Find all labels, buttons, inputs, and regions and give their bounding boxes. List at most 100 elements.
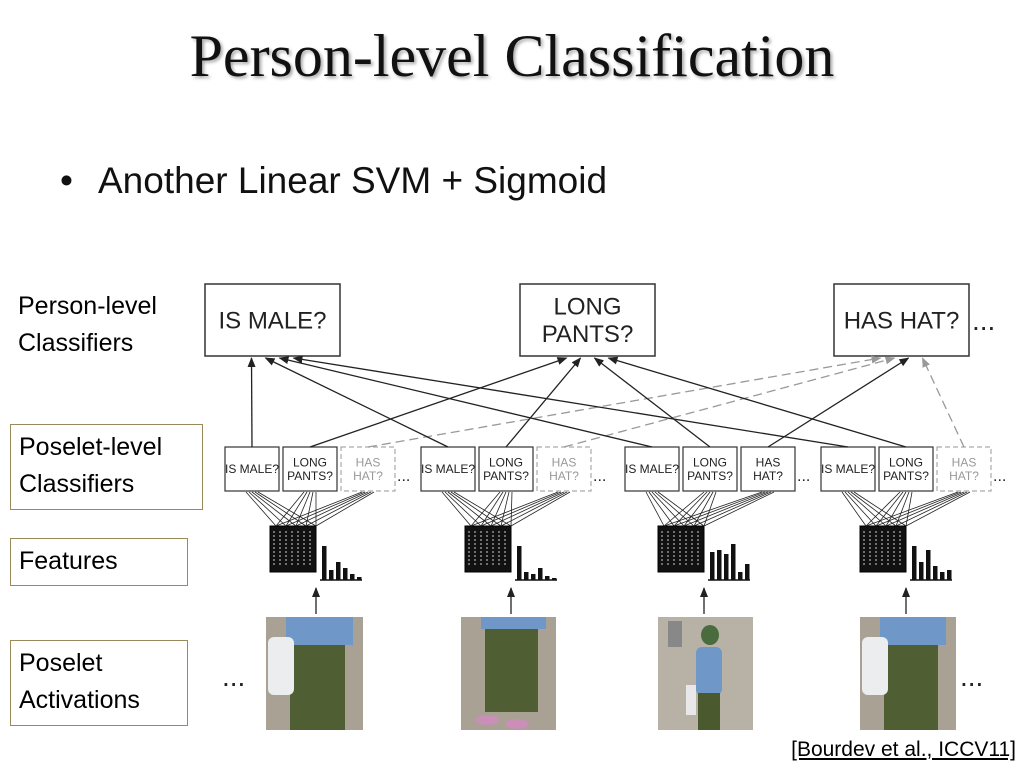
feature-fan-line [850,491,897,527]
classifier-arrow [292,355,849,448]
histogram-bar [524,572,529,580]
classifier-arrow [278,356,653,448]
jacket [286,617,353,645]
ellipsis-poselet: ... [797,468,810,485]
histogram-bar [329,570,334,580]
feature-fan-line [450,491,502,527]
person-level-label: Person-level Classifiers [10,284,165,366]
feature-fan-line [305,491,372,527]
poselet-classifier-label: LONG [889,455,923,469]
slide-title: Person-level Classification [189,23,835,89]
poselet-classifier-label: IS MALE? [225,462,279,476]
ellipsis-activations-right: ... [960,661,983,692]
plastic-bag [686,685,696,715]
poselet-classifier-label: LONG [693,455,727,469]
shoe-right [505,719,529,729]
feature-fan-line [510,491,571,527]
feature-fan-line [275,491,305,527]
child-pants [698,693,720,730]
classifier-arrow [563,356,896,448]
feature-fan-line [447,491,492,527]
poselet-classifier-box [536,446,592,492]
poselet-classifier-label: HAS [952,455,977,469]
poselet-classifier-box [282,446,338,492]
person-classifier-label: PANTS? [542,321,634,348]
poselet-classifier-label: PANTS? [687,469,733,483]
histogram-bar [738,572,743,580]
person-classifier-box [204,283,341,357]
plastic-bag [268,637,294,695]
citation: [Bourdev et al., ICCV11] [791,738,1016,761]
feature-fan-line [865,491,901,527]
feature-fan-line [470,491,501,527]
histogram-bar [940,572,945,580]
poselet-level-label-line1: Poselet-level [19,433,163,461]
hog-feature-image [657,525,705,573]
histogram-bar [357,577,362,580]
feature-fan-line [254,491,307,527]
feature-fan-line [651,491,685,527]
person-classifier-box [833,283,970,357]
poselet-classifier-box [420,446,476,492]
feature-fan-line [444,491,482,527]
feature-fan-line [470,491,559,527]
histogram-bar [731,544,736,580]
feature-fan-line [663,491,705,527]
ellipsis-poselet: ... [397,468,410,485]
poselet-classifier-label: HAT? [549,469,579,483]
ellipsis-poselet: ... [593,468,606,485]
poselet-level-label: Poselet-level Classifiers [10,424,203,510]
feature-fan-line [905,491,971,527]
histogram-bar [724,554,729,580]
poselet-classifier-label: HAT? [353,469,383,483]
histogram-bar [517,546,522,580]
jacket [880,617,946,645]
pants [485,629,538,712]
poselet-classifier-box [478,446,534,492]
poselet-activations-label: Poselet Activations [10,640,188,726]
histogram-bar [545,576,550,580]
poselet-classifier-label: HAS [356,455,381,469]
bullet-dot: • [60,160,73,201]
classifier-arrow [607,356,907,448]
feature-fan-line [847,491,887,527]
classifier-arrow [767,357,910,448]
histogram-bar [343,568,348,580]
feature-fan-line [841,491,867,527]
poselet-level-label-line2: Classifiers [19,470,135,498]
classifier-arrow [309,357,568,448]
person-level-label-line1: Person-level [18,292,157,320]
poselet-classifier-label: IS MALE? [625,462,679,476]
background-object [668,621,682,647]
poselet-classifier-label: IS MALE? [421,462,475,476]
feature-fan-line [251,491,297,527]
bullet-point: • Another Linear SVM + Sigmoid [60,160,607,202]
poselet-classifier-box [340,446,396,492]
poselet-classifier-label: LONG [489,455,523,469]
classifier-arrow [367,355,882,448]
bullet-text: Another Linear SVM + Sigmoid [98,160,608,201]
child-jacket [696,647,722,695]
hog-feature-image [269,525,317,573]
feature-fan-line [657,491,705,527]
poselet-classifier-label: PANTS? [483,469,529,483]
poselet-classifier-label: HAS [756,455,781,469]
poselet-classifier-label: HAS [552,455,577,469]
histogram-bar [710,552,715,580]
person-classifier-label: IS MALE? [218,307,326,334]
features-label: Features [10,538,188,586]
feature-fan-line [844,491,877,527]
poselet-classifier-label: IS MALE? [821,462,875,476]
feature-fan-line [285,491,366,527]
feature-fan-line [875,491,962,527]
poselet-classifier-label: PANTS? [883,469,929,483]
feature-fan-line [865,491,959,527]
feature-fan-line [315,491,375,527]
feature-fan-line [441,491,472,527]
feature-fan-line [853,491,907,527]
plastic-bag [862,637,888,695]
histogram-bar [933,566,938,580]
feature-fan-line [693,491,772,527]
ellipsis-poselet: ... [993,468,1006,485]
